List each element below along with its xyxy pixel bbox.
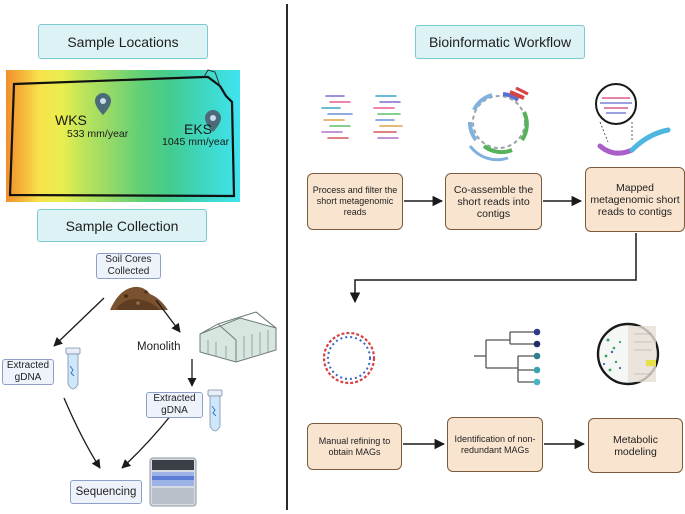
genome-circle-icon [322,331,376,385]
extracted-gdna-left-label: Extracted gDNA [2,359,54,385]
phylogenetic-tree-icon [474,328,541,386]
short-reads-icon [321,95,403,139]
workflow-step-mapped-reads: Mapped metagenomic short reads to contig… [585,167,685,232]
sample-collection-title: Sample Collection [65,217,179,234]
read-mapping-icon [595,83,671,156]
metabolic-model-icon [596,322,660,386]
monolith-label: Monolith [137,341,181,353]
sample-locations-title: Sample Locations [67,33,179,50]
contig-assembly-icon [468,86,529,162]
workflow-step-non-redundant-mags: Identification of non-redundant MAGs [447,417,543,472]
workflow-step-manual-refining: Manual refining to obtain MAGs [307,423,402,470]
map-pin-icon [95,93,111,115]
bioinformatic-workflow-title: Bioinformatic Workflow [428,34,572,50]
sequencer-icon [149,457,197,507]
workflow-step-metabolic-modeling: Metabolic modeling [588,418,683,473]
sample-collection-header: Sample Collection [37,209,207,242]
wks-label: WKS [55,112,87,128]
workflow-arrows [349,195,637,450]
sequencing-label: Sequencing [70,480,142,504]
test-tube-icon [207,389,223,432]
soil-pile-icon [110,286,168,310]
collection-arrows [53,297,197,469]
soil-cores-label: Soil Cores Collected [96,253,161,279]
bioinformatic-workflow-header: Bioinformatic Workflow [415,25,585,59]
extracted-gdna-right-label: Extracted gDNA [146,392,203,418]
workflow-step-process-filter: Process and filter the short metagenomic… [307,173,403,230]
eks-label: EKS [184,121,213,137]
kansas-precipitation-map [6,69,240,202]
eks-precip-label: 1045 mm/year [162,136,230,148]
map-pin-icon [205,110,221,132]
test-tube-icon [65,347,81,390]
greenhouse-icon [199,311,277,363]
sample-locations-header: Sample Locations [38,24,208,59]
wks-precip-label: 533 mm/year [67,128,129,140]
workflow-step-co-assemble: Co-assemble the short reads into contigs [445,173,542,230]
panel-divider [286,4,288,510]
